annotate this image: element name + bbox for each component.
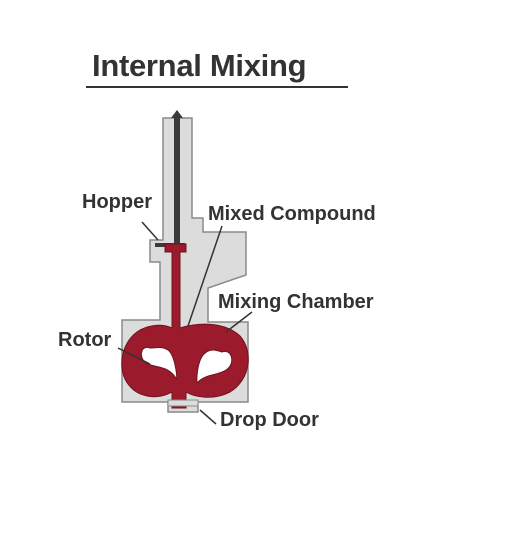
- rotor-right: [196, 349, 233, 384]
- rotor-label: Rotor: [58, 329, 112, 351]
- rotor-left: [141, 346, 178, 380]
- diagram-title: Internal Mixing: [86, 48, 348, 88]
- mixed-compound-leader: [187, 225, 223, 327]
- drop-door: [167, 399, 199, 407]
- ram-tip: [171, 110, 183, 118]
- rotor-leader: [117, 347, 151, 365]
- ram-rod: [174, 118, 180, 244]
- hopper-label: Hopper: [82, 191, 152, 213]
- mixing-chamber-leader: [225, 311, 253, 333]
- hopper-leader: [141, 221, 159, 241]
- drop-door-label: Drop Door: [220, 409, 319, 431]
- drop-door-leader: [199, 409, 217, 425]
- mixing-chamber-label: Mixing Chamber: [218, 291, 374, 313]
- mixed-compound-label: Mixed Compound: [208, 203, 376, 225]
